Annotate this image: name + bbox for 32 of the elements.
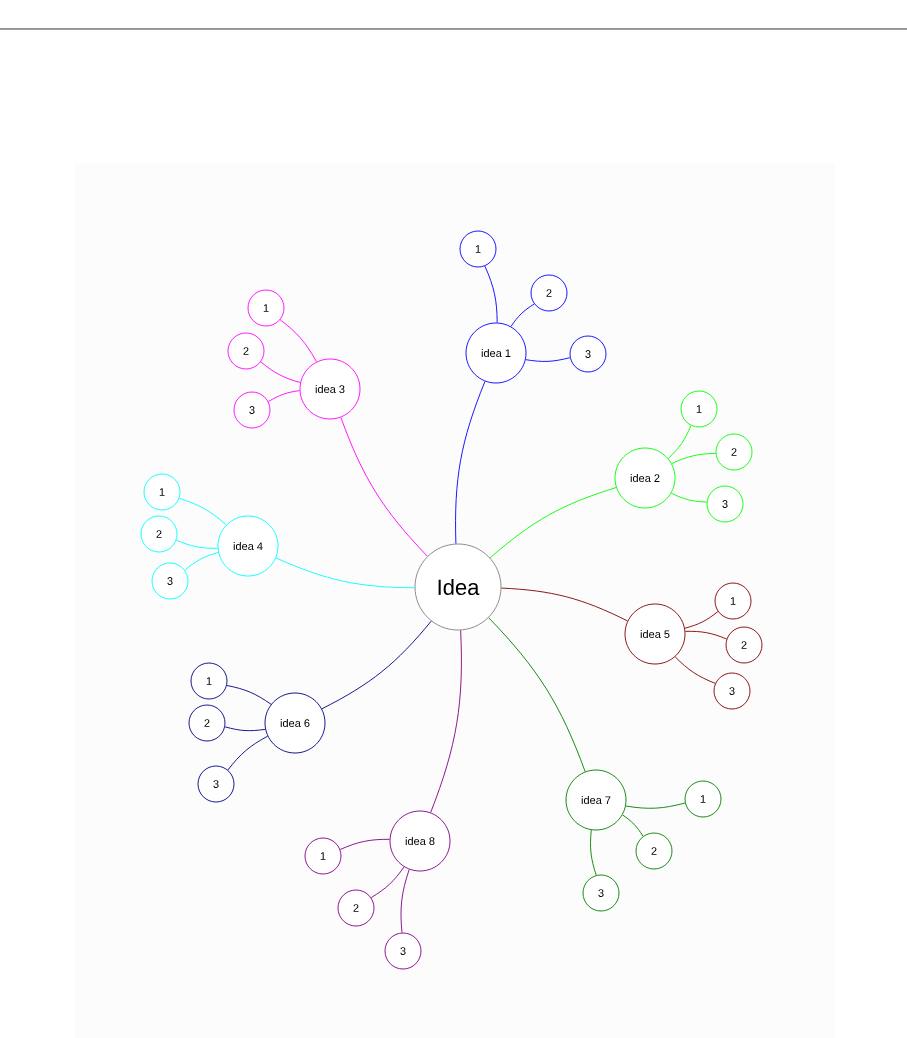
connector (622, 814, 644, 837)
connector (339, 838, 391, 850)
connector (484, 265, 498, 324)
connector (670, 492, 708, 503)
connector (370, 866, 405, 899)
connector (625, 802, 686, 809)
connector (489, 487, 617, 559)
connector (178, 497, 227, 526)
connector (488, 617, 586, 773)
connector (226, 685, 272, 705)
connector (671, 452, 717, 465)
connector (455, 380, 486, 545)
connector (430, 629, 462, 813)
connector (184, 551, 219, 571)
connector (275, 557, 415, 589)
connector (321, 620, 432, 710)
connector (510, 303, 535, 327)
connector (340, 417, 428, 557)
connector (590, 829, 597, 876)
connector (674, 656, 716, 684)
connector (501, 587, 628, 622)
connector (279, 319, 317, 363)
connector (268, 390, 301, 403)
connector (175, 539, 219, 549)
connector (684, 630, 728, 640)
connector (667, 425, 692, 459)
connector (684, 611, 719, 629)
connector (224, 726, 266, 732)
connector (400, 869, 410, 934)
connector (525, 357, 571, 362)
connector (227, 735, 268, 771)
connector (260, 361, 301, 383)
